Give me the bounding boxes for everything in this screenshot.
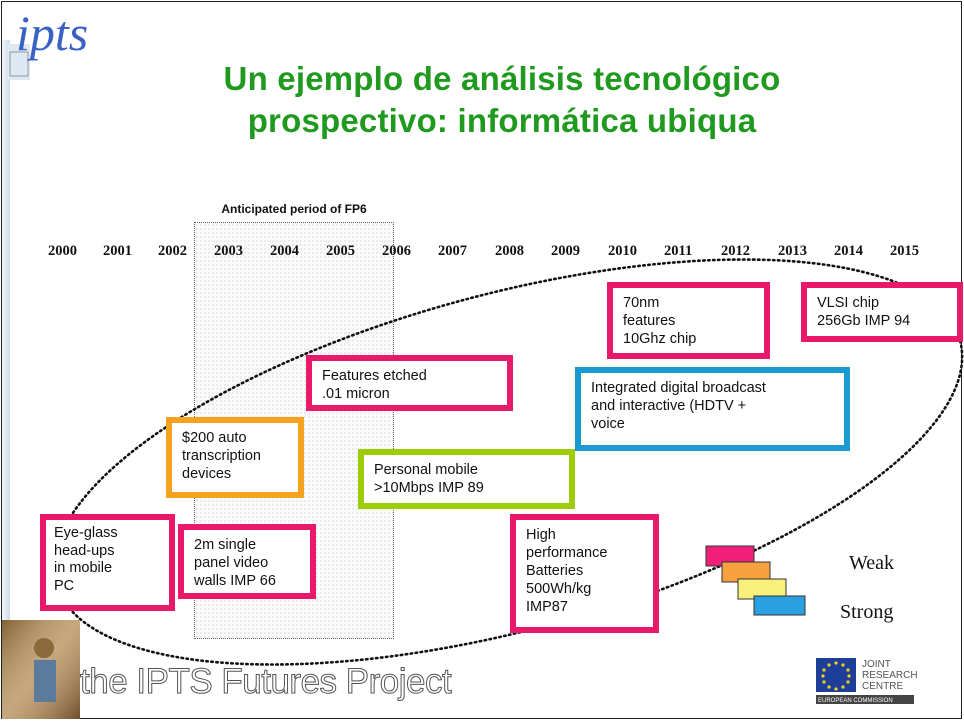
year-2005: 2005 — [326, 243, 355, 259]
tech-box-video-walls: 2m single panel video walls IMP 66 — [178, 524, 316, 599]
tech-box-70nm: 70nm features 10Ghz chip — [607, 282, 770, 359]
year-2010: 2010 — [608, 243, 637, 259]
year-2007: 2007 — [438, 243, 467, 259]
year-2006: 2006 — [382, 243, 411, 259]
tech-box-digital-broadcast: Integrated digital broadcast and interac… — [575, 367, 850, 451]
legend-weak: Weak — [849, 552, 895, 574]
title-line-1: Un ejemplo de análisis tecnológico — [223, 60, 781, 97]
year-2014: 2014 — [834, 243, 863, 259]
legend-swatch-blue — [753, 595, 806, 616]
title-line-2: prospectivo: informática ubiqua — [247, 102, 757, 139]
tech-box-features-etched: Features etched .01 micron — [306, 355, 513, 411]
year-2008: 2008 — [495, 243, 524, 259]
slide-title: Un ejemplo de análisis tecnológico prosp… — [92, 58, 912, 142]
legend-strong: Strong — [840, 601, 894, 623]
fp6-period-label: Anticipated period of FP6 — [221, 202, 367, 216]
tech-box-vlsi-chip: VLSI chip 256Gb IMP 94 — [801, 282, 963, 342]
year-2003: 2003 — [214, 243, 243, 259]
year-2004: 2004 — [270, 243, 299, 259]
left-gradient-bar — [2, 40, 10, 620]
ipts-logo: ipts — [8, 5, 88, 80]
year-2013: 2013 — [778, 243, 807, 259]
jrc-line-2: RESEARCH — [862, 670, 918, 681]
tech-box-batteries: High performance Batteries 500Wh/kg IMP8… — [510, 514, 659, 633]
year-2012: 2012 — [721, 243, 750, 259]
year-2009: 2009 — [551, 243, 580, 259]
tech-box-auto-transcription: $200 auto transcription devices — [166, 417, 304, 498]
tech-box-eyeglass: Eye-glass head-ups in mobile PC — [40, 514, 175, 611]
jrc-line-1: JOINT — [862, 659, 891, 670]
year-2011: 2011 — [664, 243, 693, 259]
jrc-line-4: EUROPEAN COMMISSION — [818, 698, 893, 704]
year-2000: 2000 — [48, 243, 77, 259]
person-photo — [2, 620, 80, 719]
year-2015: 2015 — [890, 243, 919, 259]
jrc-line-3: CENTRE — [862, 681, 903, 692]
year-2002: 2002 — [158, 243, 187, 259]
tech-box-personal-mobile: Personal mobile >10Mbps IMP 89 — [358, 449, 575, 509]
year-2001: 2001 — [103, 243, 132, 259]
ipts-logo-text: ipts — [16, 5, 88, 61]
footer-project-name: the IPTS Futures Project — [79, 662, 452, 702]
